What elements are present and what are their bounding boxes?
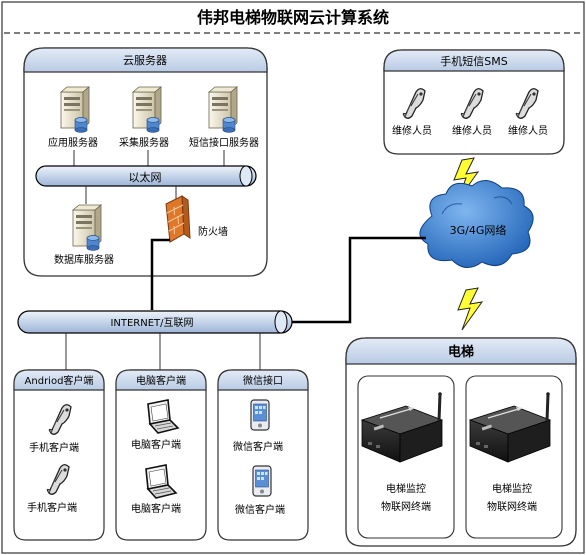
collection-server-icon [132,86,162,133]
terminal-label-line1: 电梯监控 [386,482,426,495]
terminal-label-line1: 电梯监控 [492,482,532,495]
firewall-internet-link [150,238,170,310]
pc-client-label: 电脑客户端 [131,438,181,451]
sms-title: 手机短信SMS [440,54,507,68]
sms-panel: 手机短信SMS 维修人员 维修人员 维修人员 [383,49,565,155]
collection-server-label: 采集服务器 [119,136,169,149]
application-server-icon [60,86,90,133]
diagram-title: 伟邦电梯物联网云计算系统 [197,8,389,27]
maintenance-staff-label: 维修人员 [392,124,432,137]
pc-client-panel: 电脑客户端 电脑客户端 电脑客户端 [115,369,207,541]
android-client-title: Andriod客户端 [25,374,94,387]
sms-interface-server-icon [208,86,238,133]
mobile-client-label: 手机客户端 [27,501,77,514]
pc-client-label: 电脑客户端 [131,502,181,515]
database-server-label: 数据库服务器 [54,253,114,266]
terminal-label-line2: 物联网终端 [381,500,431,513]
ethernet-label: 以太网 [129,171,162,184]
internet-bar: INTERNET/互联网 [17,310,293,334]
elevator-terminal-card: 电梯监控 物联网终端 [465,375,563,539]
elevator-title: 电梯 [448,344,474,360]
smartphone-icon [252,465,272,497]
brick-firewall-icon [165,195,191,243]
elevator-terminal-card: 电梯监控 物联网终端 [357,375,455,539]
smartphone-icon [250,399,270,431]
android-client-panel: Andriod客户端 手机客户端 手机客户端 [13,369,105,541]
wechat-title: 微信接口 [243,374,283,387]
pc-client-title: 电脑客户端 [136,374,186,387]
cloud-icon [419,180,534,268]
cloud-server-title: 云服务器 [123,54,167,67]
cloud-server-panel: 云服务器 应用服务器 采集服务器 短信接口服务器 以太网 数据库服务器 [23,47,268,277]
network-label: 3G/4G网络 [450,223,507,237]
firewall-label: 防火墙 [198,225,228,238]
sms-interface-server-label: 短信接口服务器 [189,136,259,149]
internet-label: INTERNET/互联网 [110,317,193,329]
mobile-client-label: 手机客户端 [29,441,79,454]
maintenance-staff-label: 维修人员 [452,124,492,137]
wechat-client-label: 微信客户端 [233,440,283,453]
elevator-panel: 电梯 电梯监控 物联网终端 电梯监控 物联网终端 [345,337,577,547]
wechat-panel: 微信接口 微信客户端 微信客户端 [217,369,309,541]
internet-cloud-link [292,236,426,324]
database-server-icon [72,204,102,251]
maintenance-staff-label: 维修人员 [508,124,548,137]
ethernet-bar: 以太网 [35,165,257,187]
application-server-label: 应用服务器 [48,136,98,149]
wechat-client-label: 微信客户端 [235,503,285,516]
terminal-label-line2: 物联网终端 [487,500,537,513]
